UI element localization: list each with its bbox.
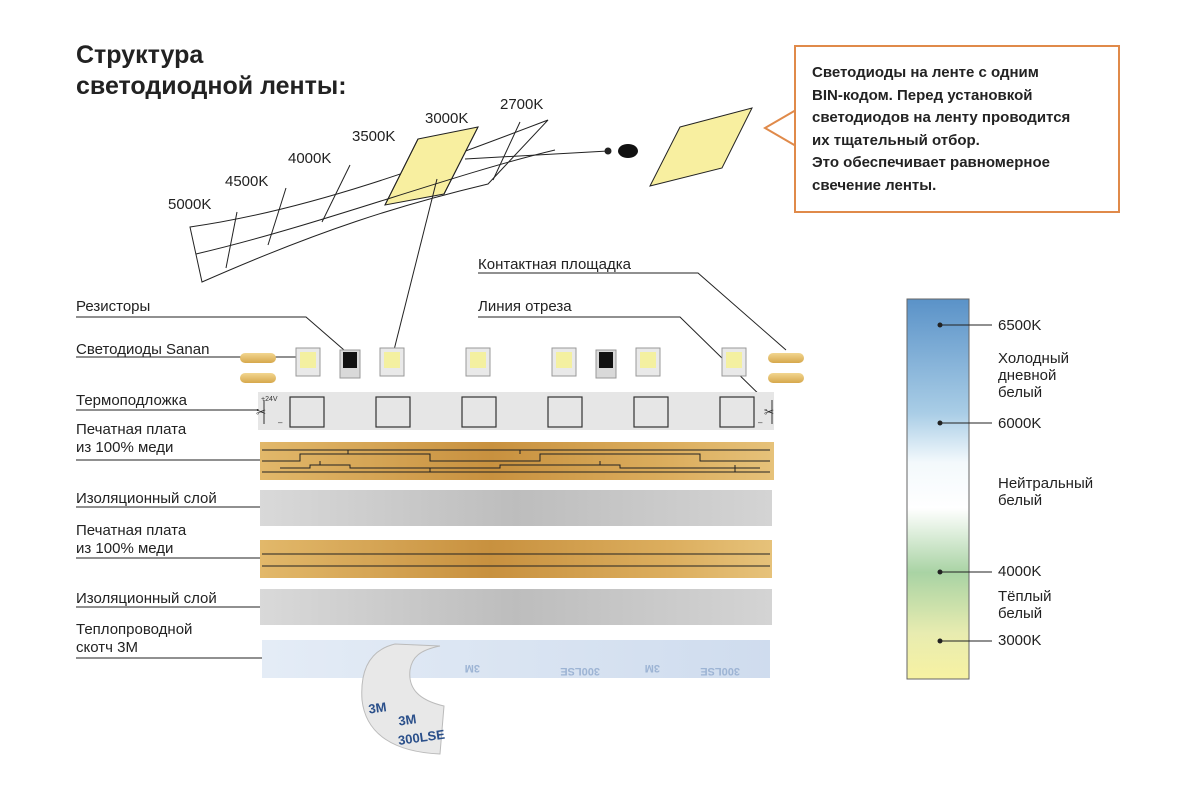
- title-line-1: Структура: [76, 41, 204, 69]
- note-line: Светодиоды на ленте с одним: [812, 64, 1039, 81]
- scale-label-3000k: 3000K: [998, 632, 1042, 649]
- label-resistors: Резисторы: [76, 298, 151, 315]
- resistor-1: [339, 349, 361, 379]
- led-6: [721, 347, 747, 377]
- label-leds: Светодиоды Sanan: [76, 341, 210, 358]
- led-1: [295, 347, 321, 377]
- title-line-2: светодиодной ленты:: [76, 72, 347, 100]
- minus-mark-left: –: [278, 418, 283, 427]
- tape-brand-mark: 3M: [367, 699, 387, 716]
- scale-label-6500k: 6500K: [998, 317, 1042, 334]
- bin-label-3500k: 3500K: [352, 128, 396, 145]
- page-title: Структура светодиодной ленты:: [76, 40, 347, 102]
- bin-label-4500k: 4500K: [225, 173, 269, 190]
- label-thermal-base: Термоподложка: [76, 392, 187, 409]
- pcb-layer-2: [260, 540, 772, 578]
- led-4: [551, 347, 577, 377]
- insulation-layer-2: [260, 589, 772, 625]
- led-chip-dot: [618, 144, 638, 158]
- insulation-layer-1: [260, 490, 772, 526]
- svg-text:3M: 3M: [645, 662, 660, 674]
- components-row: [295, 347, 747, 379]
- label-thermal-tape: Теплопроводной скотч 3М: [76, 621, 193, 656]
- minus-mark-right: –: [758, 418, 763, 427]
- bin-label-3000k: 3000K: [425, 110, 469, 127]
- resistor-2: [595, 349, 617, 379]
- scale-label-cold-white: Холодный дневной белый: [998, 350, 1069, 401]
- bin-label-2700k: 2700K: [500, 96, 544, 113]
- label-insulation-1: Изоляционный слой: [76, 490, 217, 507]
- thermal-tape: 300LSE 3M 300LSE 3M 3M 3M 300LSE: [262, 640, 770, 755]
- note-line: свечение ленты.: [812, 176, 937, 194]
- note-line: Это обеспечивает равномерное: [812, 154, 1050, 171]
- svg-text:300LSE: 300LSE: [560, 665, 600, 677]
- pcb-layer-1: [260, 442, 774, 480]
- note-pointer: [763, 109, 797, 147]
- scissors-icon: ✂: [256, 405, 266, 419]
- label-pcb-1: Печатная плата из 100% меди: [76, 421, 187, 456]
- label-contact-pad: Контактная площадка: [478, 256, 631, 273]
- contact-pads-right: [768, 353, 804, 383]
- color-temperature-scale: [906, 298, 992, 680]
- note-line: их тщательный отбор.: [812, 131, 980, 149]
- label-cut-line: Линия отреза: [478, 298, 572, 315]
- bin-note-box: Светодиоды на ленте с одним BIN-кодом. П…: [794, 45, 1120, 213]
- bin-grid: [189, 119, 612, 359]
- bin-label-5000k: 5000K: [168, 196, 212, 213]
- contact-pads-left: [240, 353, 276, 383]
- label-insulation-2: Изоляционный слой: [76, 590, 217, 607]
- led-3: [465, 347, 491, 377]
- tape-brand-mark: 3M: [397, 711, 417, 728]
- note-line: BIN-кодом. Перед установкой: [812, 86, 1033, 104]
- scale-label-warm-white: Тёплый белый: [998, 588, 1052, 622]
- scissors-icon: ✂: [764, 405, 774, 419]
- svg-text:300LSE: 300LSE: [700, 665, 740, 677]
- svg-text:3M: 3M: [465, 662, 480, 674]
- note-line: светодиодов на ленту проводится: [812, 109, 1071, 126]
- thermal-base-strip: +24V – – ✂ ✂: [256, 392, 774, 430]
- scale-label-neutral-white: Нейтральный белый: [998, 475, 1094, 509]
- voltage-mark: +24V: [261, 396, 278, 403]
- scale-label-6000k: 6000K: [998, 415, 1042, 432]
- scale-label-4000k: 4000K: [998, 563, 1042, 580]
- label-pcb-2: Печатная плата из 100% меди: [76, 522, 187, 557]
- bin-label-4000k: 4000K: [288, 150, 332, 167]
- tape-code-mark: 300LSE: [397, 727, 446, 748]
- bin-chip-enlarged: [649, 107, 753, 187]
- led-5: [635, 347, 661, 377]
- led-2: [379, 347, 405, 377]
